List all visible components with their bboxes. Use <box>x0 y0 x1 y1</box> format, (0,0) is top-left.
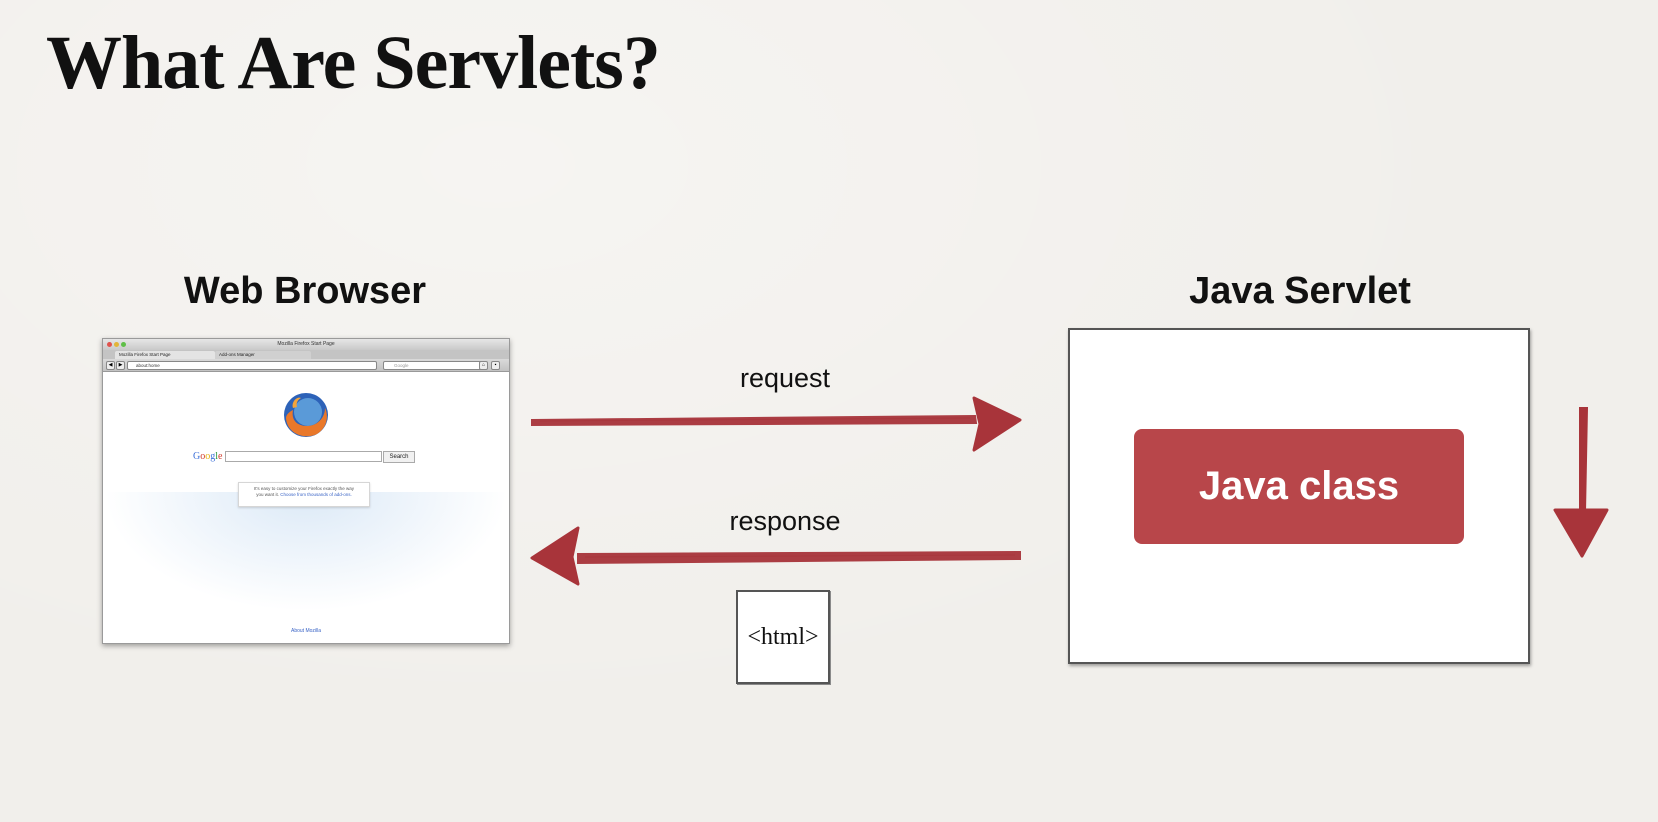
response-arrow <box>530 526 1021 586</box>
browser-tabbar: Mozilla Firefox Start Page Add-ons Manag… <box>103 350 509 359</box>
browser-screenshot: Mozilla Firefox Start Page Mozilla Firef… <box>102 338 510 644</box>
customize-tip: It's easy to customize your Firefox exac… <box>238 482 370 507</box>
browser-window-title: Mozilla Firefox Start Page <box>277 341 335 347</box>
html-payload-box: <html> <box>736 590 830 684</box>
web-browser-heading: Web Browser <box>183 270 427 312</box>
browser-titlebar: Mozilla Firefox Start Page <box>103 339 509 350</box>
java-class-box: Java class <box>1134 429 1464 544</box>
browser-content: Google Search It's easy to customize you… <box>103 372 509 642</box>
google-search-button: Search <box>383 451 415 463</box>
tip-line-2: you want it. <box>256 492 279 497</box>
firefox-logo-icon <box>284 393 328 437</box>
minimize-dot-icon <box>114 342 119 347</box>
tip-link: Choose from thousands of add-ons. <box>280 492 352 497</box>
back-icon: ◀ <box>106 361 115 370</box>
request-label: request <box>739 363 831 393</box>
tip-line-1: It's easy to customize your Firefox exac… <box>254 486 354 491</box>
browser-glow <box>103 492 509 612</box>
google-search-input <box>225 451 382 462</box>
addons-icon: ▪ <box>491 361 500 370</box>
browser-tab-active: Mozilla Firefox Start Page <box>115 351 215 359</box>
browser-toolbar: ◀ ▶ about:home Google ⌂ ▪ <box>103 359 509 372</box>
slide-title: What Are Servlets? <box>46 21 661 105</box>
maximize-dot-icon <box>121 342 126 347</box>
home-icon: ⌂ <box>479 361 488 370</box>
forward-icon: ▶ <box>116 361 125 370</box>
response-label: response <box>729 506 841 536</box>
browser-tab-addons: Add-ons Manager <box>215 351 311 359</box>
browser-url-bar: about:home <box>127 361 377 370</box>
request-arrow <box>531 396 1022 452</box>
processing-arrow <box>1553 407 1609 558</box>
java-servlet-heading: Java Servlet <box>1189 270 1411 312</box>
close-dot-icon <box>107 342 112 347</box>
about-mozilla-link: About Mozilla <box>290 628 321 634</box>
google-wordmark: Google <box>193 451 223 462</box>
